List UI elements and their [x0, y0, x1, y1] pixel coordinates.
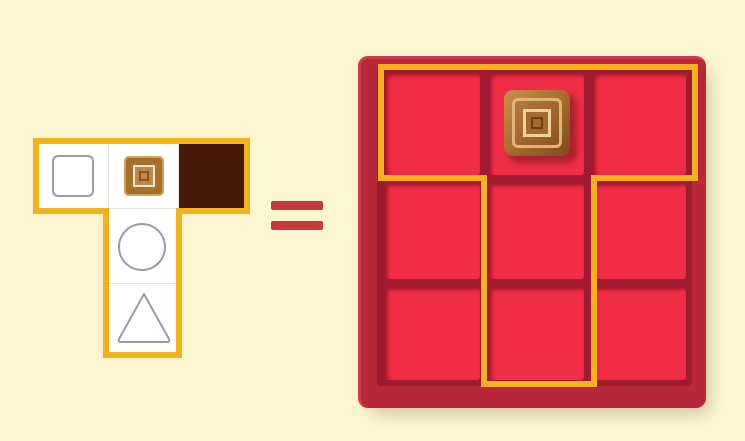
box-slot-r1-c0[interactable]: [386, 184, 480, 279]
box-slot-r0-c0[interactable]: [386, 74, 480, 175]
caramel-chocolate-piece[interactable]: [504, 90, 570, 156]
equals-sign-bottom-bar: [271, 221, 323, 230]
box-slot-r1-c2[interactable]: [594, 184, 686, 279]
box-slot-r0-c2[interactable]: [594, 74, 686, 175]
box-slot-r2-c0[interactable]: [386, 288, 480, 380]
equals-sign-top-bar: [271, 201, 323, 210]
box-slot-r1-c1[interactable]: [490, 184, 584, 279]
box-slot-r2-c1[interactable]: [490, 288, 584, 380]
box-slot-r2-c2[interactable]: [594, 288, 686, 380]
